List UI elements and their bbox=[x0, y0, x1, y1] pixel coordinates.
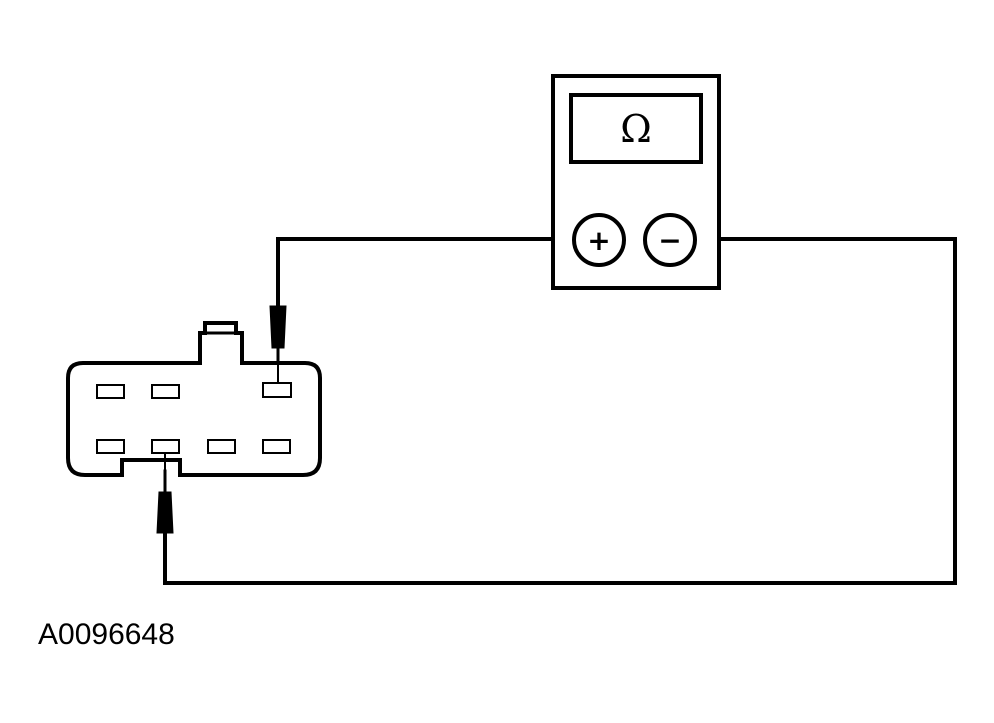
ohm-symbol: Ω bbox=[620, 107, 652, 151]
ohmmeter-display bbox=[569, 93, 703, 164]
connector-pin-negative bbox=[151, 439, 180, 454]
connector-body bbox=[66, 321, 322, 477]
connector-pin-positive bbox=[262, 382, 292, 398]
connector-pin bbox=[96, 384, 125, 399]
ohmmeter: Ω + − bbox=[551, 74, 721, 290]
connector-pin bbox=[151, 384, 180, 399]
connector-pin bbox=[96, 439, 125, 454]
positive-probe bbox=[269, 305, 287, 383]
positive-probe-tip bbox=[269, 305, 287, 363]
negative-probe bbox=[156, 453, 174, 534]
figure-id: A0096648 bbox=[38, 618, 175, 651]
connector-pin bbox=[207, 439, 236, 454]
positive-lead-wire bbox=[276, 237, 573, 320]
positive-terminal-label: + bbox=[587, 224, 610, 257]
negative-lead-wire bbox=[163, 237, 957, 585]
positive-terminal bbox=[572, 213, 626, 267]
negative-terminal-label: − bbox=[658, 224, 681, 257]
negative-terminal bbox=[643, 213, 697, 267]
negative-probe-tip bbox=[156, 469, 174, 534]
connector-pin bbox=[262, 439, 291, 454]
connector bbox=[66, 321, 322, 477]
